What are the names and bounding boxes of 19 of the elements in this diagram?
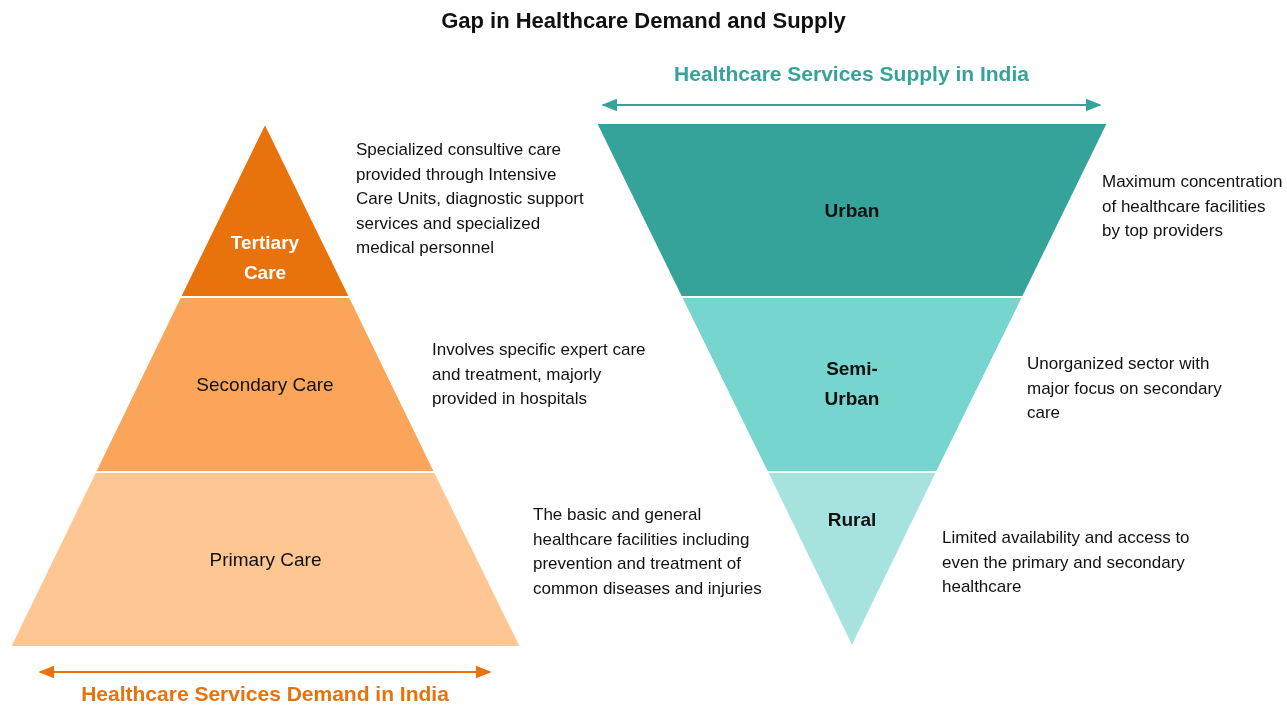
section-heading: Healthcare Services Supply in India [674,62,1029,86]
pyramid-tier [10,472,521,647]
inverted-pyramid-tier [767,472,937,647]
tier-label: Rural [826,508,878,532]
description-text: Specialized consultive care provided through Intensive Care Units, diagnostic support services and specialized medical personnel [356,139,585,259]
inverted-pyramid-tier [681,297,1023,472]
description-text: Unorganized sector with major focus on secondary care [1027,353,1223,424]
section-heading: Healthcare Services Demand in India [81,682,449,706]
pyramid-tier [180,123,350,297]
description-text: Maximum concentration of healthcare facilities by top providers [1102,171,1284,242]
description-text: Limited availability and access to even the primary and secondary healthcare [942,527,1191,598]
tier-label: Urban [823,199,881,223]
description-text: Involves specific expert care and treatment, majorly provided in hospitals [432,339,647,410]
tier-label: Primary Care [208,548,323,572]
tier-label: Secondary Care [195,373,335,397]
diagram-title: Gap in Healthcare Demand and Supply [440,8,847,34]
description-text: The basic and general healthcare facilities including prevention and treatment of common diseases and injuries [533,504,763,600]
tier-label: Tertiary Care [229,231,301,285]
tier-label: Semi-Urban [823,357,881,411]
